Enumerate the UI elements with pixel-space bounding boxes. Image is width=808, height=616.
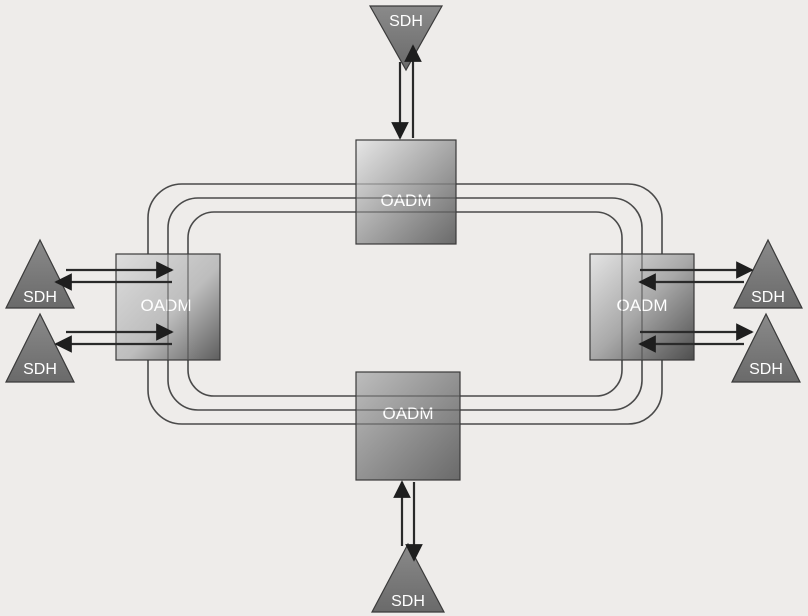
oadm-label-bottom: OADM — [383, 404, 434, 423]
sdh-label-left-1: SDH — [23, 289, 57, 306]
sdh-label-left-2: SDH — [23, 361, 57, 378]
add-drop-links — [54, 44, 754, 562]
sdh-terminal-right-1: SDH — [733, 238, 803, 309]
oadm-node-bottom: OADM — [355, 371, 461, 481]
oadm-node-top: OADM — [355, 139, 457, 245]
oadm-label-left: OADM — [141, 296, 192, 315]
oadm-label-top: OADM — [381, 191, 432, 210]
sdh-label-right-1: SDH — [751, 289, 785, 306]
sdh-label-right-2: SDH — [749, 361, 783, 378]
sdh-terminal-top: SDH — [368, 5, 444, 72]
sdh-terminal-left-2: SDH — [5, 312, 75, 383]
sdh-terminal-right-2: SDH — [731, 312, 801, 383]
sdh-terminal-left-1: SDH — [5, 238, 75, 309]
sdh-terminal-bottom: SDH — [371, 542, 445, 613]
sdh-label-bottom: SDH — [391, 593, 425, 610]
sdh-label-top: SDH — [389, 13, 423, 30]
